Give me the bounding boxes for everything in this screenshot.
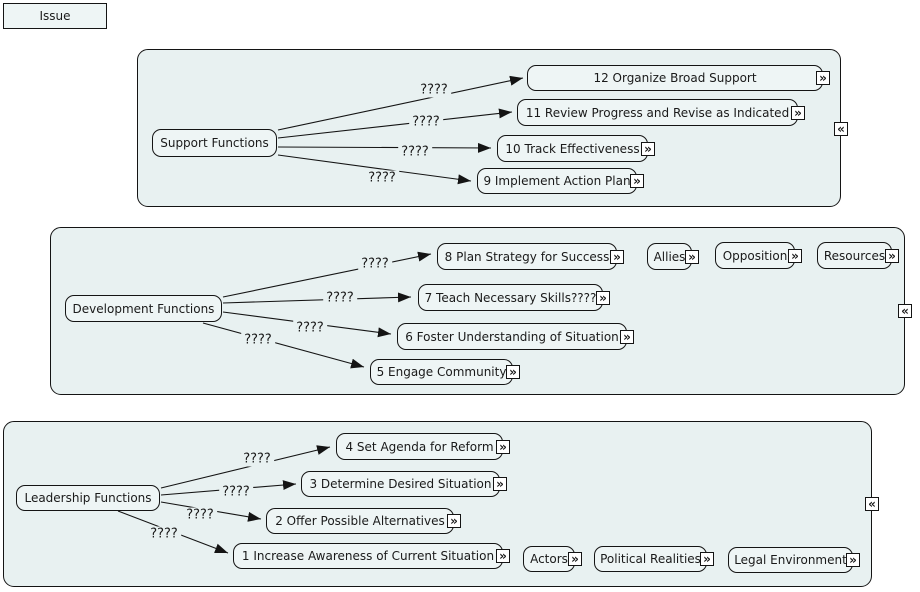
node-teach-necessary-skills[interactable]: 7 Teach Necessary Skills???? » [418, 284, 610, 311]
expand-chevron-icon[interactable]: » [496, 439, 510, 454]
node-track-effectiveness[interactable]: 10 Track Effectiveness » [497, 135, 655, 162]
node-label: Legal Environment [734, 553, 847, 567]
node-foster-understanding[interactable]: 6 Foster Understanding of Situation » [397, 323, 634, 350]
expand-chevron-icon[interactable]: » [846, 553, 860, 567]
expand-chevron-icon[interactable]: » [885, 248, 899, 263]
node-label: 3 Determine Desired Situation [309, 477, 492, 491]
node-label: 5 Engage Community [376, 365, 507, 379]
link-label[interactable]: ???? [398, 144, 432, 160]
node-offer-possible-alternatives[interactable]: 2 Offer Possible Alternatives » [266, 508, 461, 534]
node-leadership-functions[interactable]: Leadership Functions [16, 485, 160, 511]
link-label[interactable]: ???? [409, 114, 443, 130]
node-set-agenda-for-reform[interactable]: 4 Set Agenda for Reform » [336, 433, 510, 460]
expand-chevron-icon[interactable]: » [496, 549, 510, 563]
node-opposition[interactable]: Opposition » [715, 242, 802, 269]
node-increase-awareness[interactable]: 1 Increase Awareness of Current Situatio… [233, 543, 510, 569]
node-label: 1 Increase Awareness of Current Situatio… [241, 549, 495, 563]
node-plan-strategy-for-success[interactable]: 8 Plan Strategy for Success » [437, 243, 624, 270]
node-label: Leadership Functions [24, 491, 152, 505]
collapse-chevron-icon[interactable]: « [834, 122, 848, 136]
node-label: Resources [823, 248, 886, 263]
expand-chevron-icon[interactable]: » [620, 329, 634, 344]
link-label[interactable]: ???? [323, 290, 357, 306]
node-label: 8 Plan Strategy for Success [444, 249, 610, 264]
node-label: 11 Review Progress and Revise as Indicat… [525, 105, 790, 120]
node-political-realities[interactable]: Political Realities » [594, 546, 714, 572]
node-label: Opposition [722, 248, 788, 263]
node-issue-label: Issue [39, 9, 71, 23]
node-legal-environment[interactable]: Legal Environment » [728, 547, 860, 573]
node-organize-broad-support[interactable]: 12 Organize Broad Support » [527, 65, 830, 91]
link-label[interactable]: ???? [358, 256, 392, 272]
link-label[interactable]: ???? [240, 451, 274, 467]
node-resources[interactable]: Resources » [817, 242, 899, 269]
node-label: Political Realities [600, 552, 701, 566]
expand-chevron-icon[interactable]: » [610, 249, 624, 264]
node-review-progress[interactable]: 11 Review Progress and Revise as Indicat… [517, 99, 805, 126]
link-label[interactable]: ???? [183, 507, 217, 523]
node-label: Development Functions [72, 301, 215, 316]
collapse-chevron-icon[interactable]: « [865, 497, 879, 511]
node-label: Allies [653, 249, 686, 264]
expand-chevron-icon[interactable]: » [685, 249, 699, 264]
expand-chevron-icon[interactable]: » [700, 552, 714, 566]
node-implement-action-plan[interactable]: 9 Implement Action Plan » [477, 168, 644, 194]
expand-chevron-icon[interactable]: » [791, 105, 805, 120]
node-actors[interactable]: Actors » [523, 546, 582, 572]
node-label: Actors [530, 552, 568, 566]
expand-chevron-icon[interactable]: » [568, 552, 582, 566]
node-label: 7 Teach Necessary Skills???? [424, 290, 597, 305]
link-label[interactable]: ???? [219, 484, 253, 500]
expand-chevron-icon[interactable]: » [493, 477, 507, 491]
link-label[interactable]: ???? [365, 170, 399, 186]
node-label: 12 Organize Broad Support [593, 71, 757, 85]
node-allies[interactable]: Allies » [647, 243, 699, 270]
node-label: 10 Track Effectiveness [505, 141, 640, 156]
node-label: 9 Implement Action Plan [483, 174, 631, 188]
link-label[interactable]: ???? [293, 320, 327, 336]
expand-chevron-icon[interactable]: » [816, 71, 830, 85]
node-determine-desired-situation[interactable]: 3 Determine Desired Situation » [301, 471, 507, 497]
node-label: Support Functions [160, 136, 269, 150]
expand-chevron-icon[interactable]: » [596, 290, 610, 305]
link-label[interactable]: ???? [417, 82, 451, 98]
expand-chevron-icon[interactable]: » [641, 141, 655, 156]
node-support-functions[interactable]: Support Functions [152, 129, 277, 157]
expand-chevron-icon[interactable]: » [506, 365, 520, 379]
node-label: 6 Foster Understanding of Situation [405, 329, 619, 344]
link-label[interactable]: ???? [147, 526, 181, 542]
collapse-chevron-icon[interactable]: « [898, 304, 912, 318]
expand-chevron-icon[interactable]: » [630, 174, 644, 188]
link-label[interactable]: ???? [241, 332, 275, 348]
node-label: 4 Set Agenda for Reform [345, 439, 494, 454]
node-engage-community[interactable]: 5 Engage Community » [370, 359, 520, 385]
expand-chevron-icon[interactable]: » [447, 514, 461, 528]
node-development-functions[interactable]: Development Functions [65, 295, 222, 322]
expand-chevron-icon[interactable]: » [788, 248, 802, 263]
node-label: 2 Offer Possible Alternatives [275, 514, 445, 528]
node-issue[interactable]: Issue [3, 3, 107, 29]
